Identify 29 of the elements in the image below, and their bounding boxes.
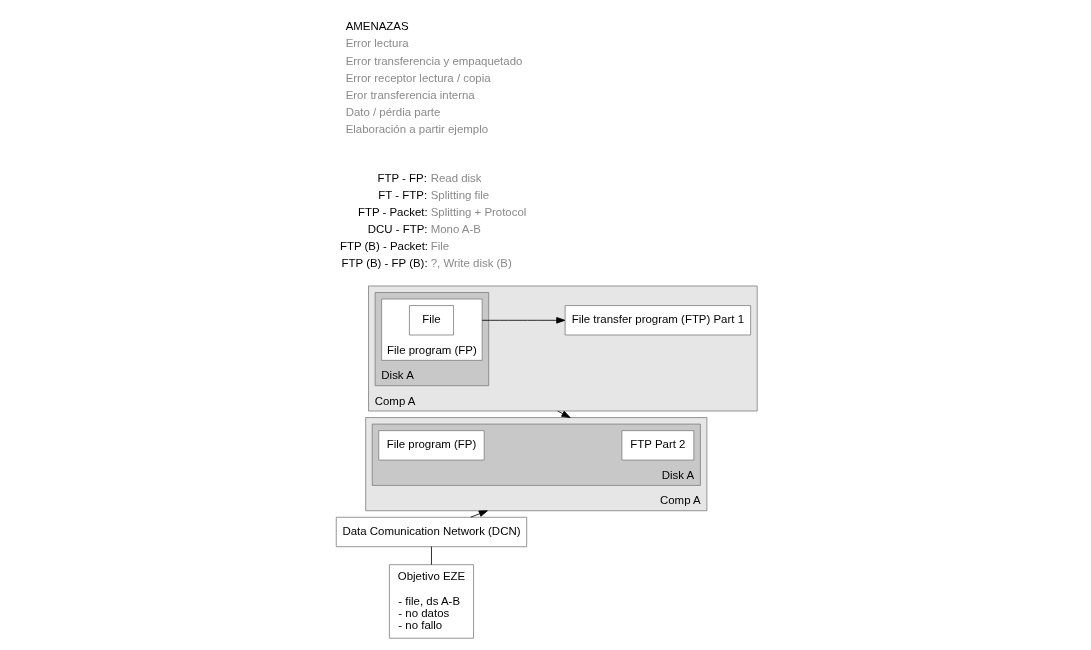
label: Splitting file bbox=[430, 188, 490, 201]
label: Eror transferencia interna bbox=[345, 88, 475, 101]
label: AMENAZAS bbox=[345, 20, 409, 33]
label: Error lectura bbox=[345, 37, 409, 50]
label: Elaboración a partir ejemplo bbox=[345, 123, 489, 136]
label: Read disk bbox=[430, 171, 482, 184]
arrow bbox=[470, 510, 488, 518]
node-box: File program (FP) bbox=[378, 430, 485, 461]
label: FTP (B) - Packet: bbox=[339, 240, 429, 253]
label: FTP - Packet: bbox=[357, 205, 428, 218]
connector bbox=[431, 546, 432, 565]
label: ?, Write disk (B) bbox=[430, 257, 512, 270]
label: Error transferencia y empaquetado bbox=[345, 54, 523, 67]
label: Dato / pérdia parte bbox=[345, 106, 441, 119]
label: DCU - FTP: bbox=[367, 223, 428, 236]
label: FTP - FP: bbox=[377, 171, 427, 184]
label: File bbox=[430, 240, 450, 253]
label: Splitting + Protocol bbox=[430, 205, 527, 218]
node-box: FTP Part 2 bbox=[621, 430, 695, 461]
node-box: Objetivo EZE - file, ds A-B - no datos - no fallo bbox=[388, 564, 474, 639]
arrow bbox=[557, 410, 571, 418]
node-box: File transfer program (FTP) Part 1 bbox=[564, 305, 752, 336]
label: Error receptor lectura / copia bbox=[345, 71, 491, 84]
label: Mono A-B bbox=[430, 223, 481, 236]
arrow bbox=[481, 317, 566, 324]
node-box: Data Comunication Network (DCN) bbox=[335, 516, 528, 548]
label: FTP (B) - FP (B): bbox=[341, 257, 428, 270]
node-box: File bbox=[409, 305, 454, 336]
label: FT - FTP: bbox=[378, 188, 428, 201]
